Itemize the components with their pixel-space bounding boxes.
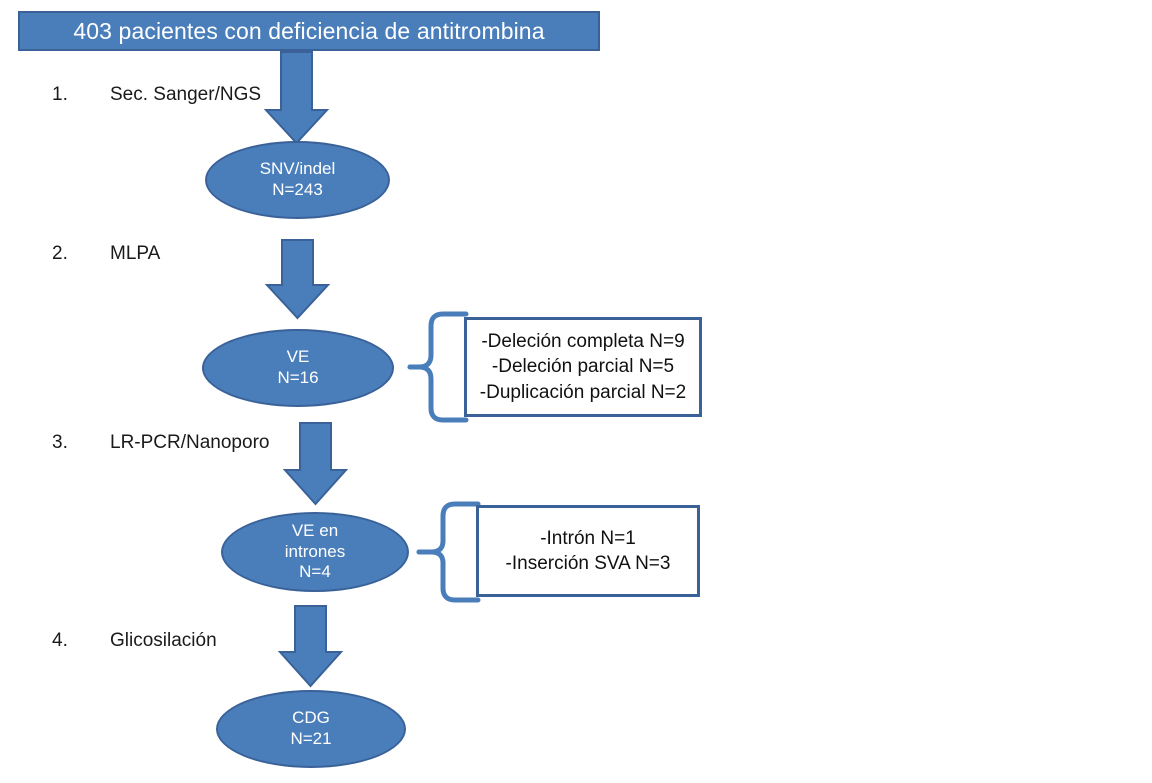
step-number-2: 2. [52,243,68,264]
detail-line-4: -Intrón N=1 [540,527,636,549]
step-text-3: LR-PCR/Nanoporo [110,432,270,453]
page-title-text: 403 pacientes con deficiencia de antitro… [73,17,545,44]
curly-brace-icon-2 [416,501,481,603]
curly-brace-icon-1 [407,311,469,423]
down-arrow-icon-3 [282,422,349,506]
detail-box-mlpa-findings: -Deleción completa N=9 -Deleción parcial… [464,317,702,417]
node-snv-indel: SNV/indel N=243 [205,141,390,219]
page-title: 403 pacientes con deficiencia de antitro… [18,11,600,51]
down-arrow-icon-4 [277,605,344,688]
node-cdg-line2: N=21 [290,729,332,748]
detail-line-5: -Inserción SVA N=3 [505,553,671,574]
node-ve-introns-line1: VE en [291,520,339,540]
step-text-4: Glicosilación [110,630,217,651]
detail-line-3: -Duplicación parcial N=2 [479,381,687,403]
node-snv-indel-line2: N=243 [272,180,323,199]
node-cdg: CDG N=21 [216,690,406,768]
step-label-3: 3. LR-PCR/Nanoporo [52,432,269,454]
detail-line-1: -Deleción completa N=9 [481,331,685,353]
step-label-4: 4. Glicosilación [52,630,217,652]
step-label-2: 2. MLPA [52,243,160,265]
node-ve-line2: N=16 [277,368,319,387]
node-cdg-line1: CDG [292,708,330,728]
node-ve-line1: VE [286,347,310,367]
detail-box-intron-findings: -Intrón N=1 -Inserción SVA N=3 [476,505,700,597]
step-number-1: 1. [52,84,68,105]
down-arrow-icon-1 [263,51,330,145]
step-text-1: Sec. Sanger/NGS [110,84,262,105]
node-snv-indel-line1: SNV/indel [259,159,336,179]
step-number-3: 3. [52,432,68,453]
down-arrow-icon-2 [264,239,331,320]
node-ve-introns-line2: intrones [284,541,346,561]
node-ve: VE N=16 [202,329,394,407]
node-ve-introns: VE en intrones N=4 [221,512,409,592]
node-ve-introns-line3: N=4 [299,562,331,582]
detail-line-2: -Deleción parcial N=5 [491,356,675,378]
step-label-1: 1. Sec. Sanger/NGS [52,84,261,106]
step-number-4: 4. [52,630,68,651]
step-text-2: MLPA [110,243,161,264]
